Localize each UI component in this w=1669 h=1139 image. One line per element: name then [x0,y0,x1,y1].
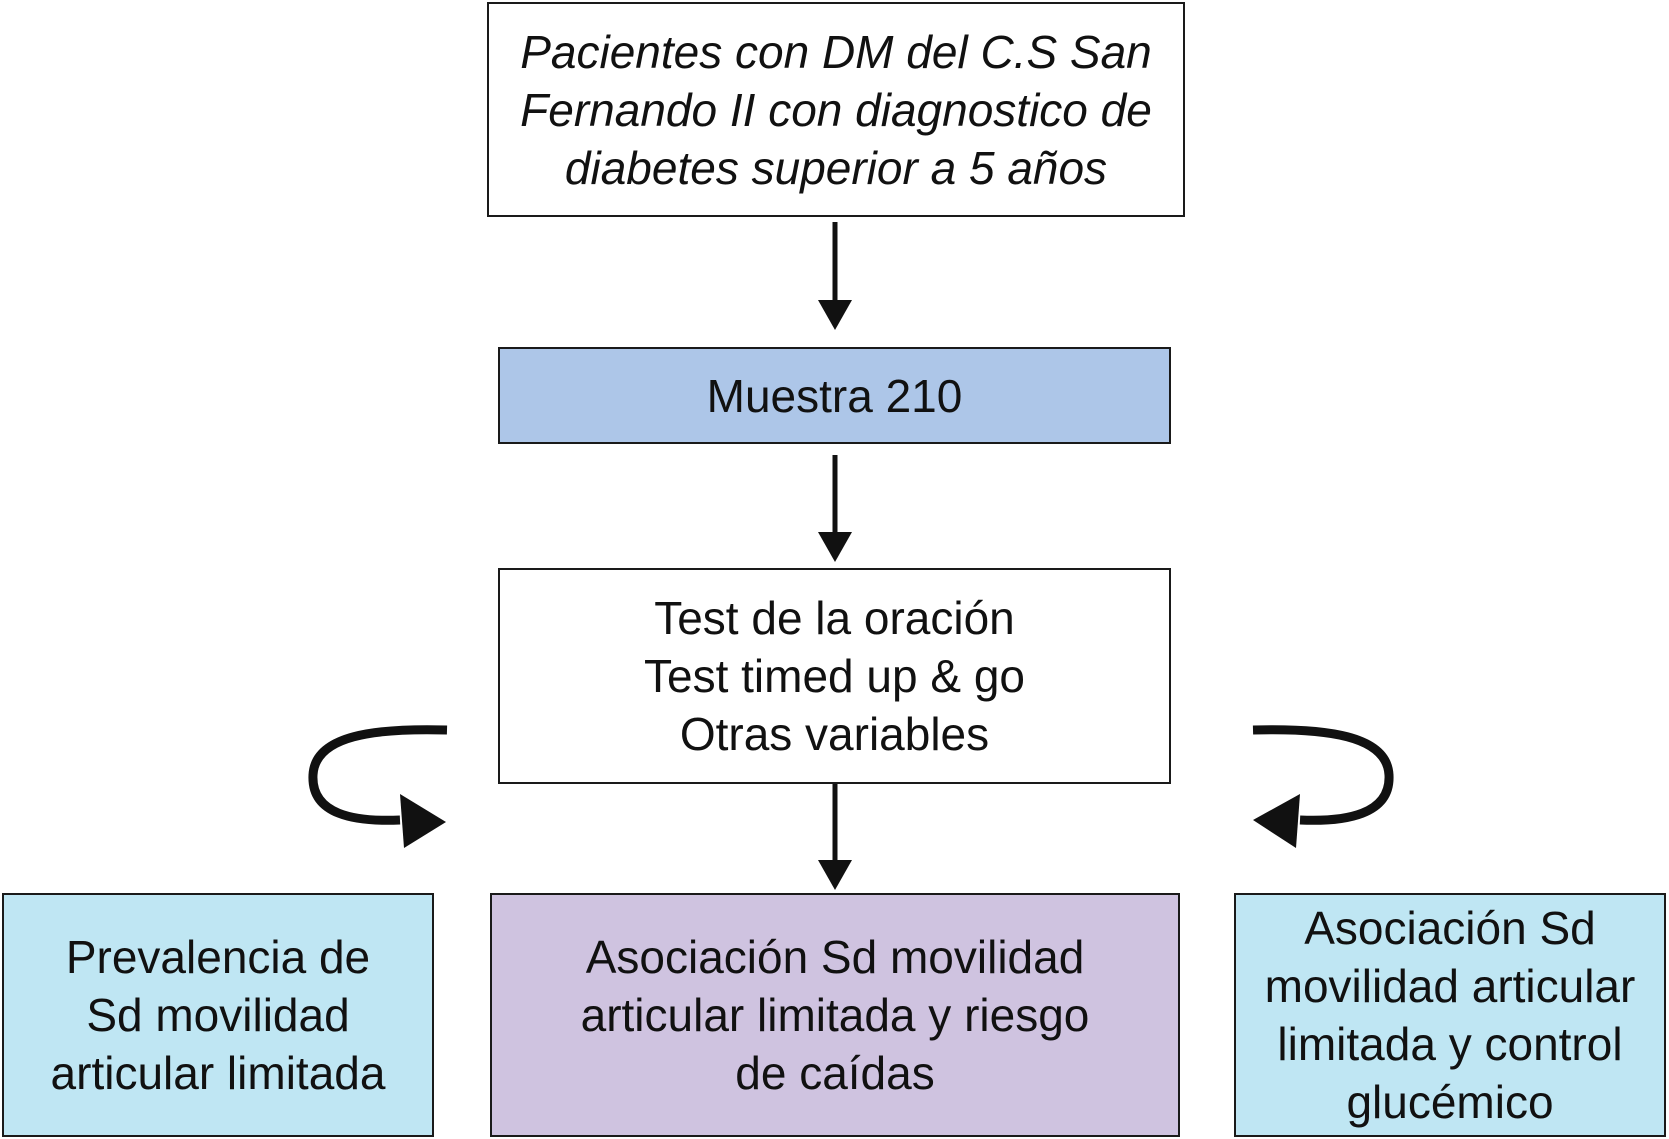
sample-box: Muestra 210 [498,347,1171,444]
start-line-3: diabetes superior a 5 años [564,141,1108,194]
tests-line-3: Otras variables [679,708,990,760]
outcome-right-line-2: movilidad articular [1264,960,1636,1012]
outcome-left-line-2: Sd movilidad [86,989,350,1041]
outcome-left-box: Prevalencia de Sd movilidad articular li… [2,893,434,1137]
outcome-right-line-3: limitada y control [1277,1018,1623,1070]
sample-line-1: Muestra 210 [706,369,963,422]
outcome-center-line-2: articular limitada y riesgo [580,989,1090,1041]
start-line-1: Pacientes con DM del C.S San [520,25,1152,78]
outcome-right-line-4: glucémico [1346,1076,1554,1128]
outcome-right-box: Asociación Sd movilidad articular limita… [1234,893,1666,1137]
outcome-center-box: Asociación Sd movilidad articular limita… [490,893,1180,1137]
arrow-sample-to-tests [818,455,852,562]
outcome-center-line-1: Asociación Sd movilidad [585,931,1085,983]
outcome-left-line-3: articular limitada [50,1047,386,1099]
curved-arrow-right [1252,725,1394,848]
outcome-right-line-1: Asociación Sd [1304,902,1596,954]
tests-line-2: Test timed up & go [644,650,1025,702]
tests-box: Test de la oración Test timed up & go Ot… [498,568,1171,784]
arrow-tests-to-center-outcome [818,784,852,890]
tests-line-1: Test de la oración [654,592,1015,644]
outcome-left-line-1: Prevalencia de [65,931,371,983]
curved-arrow-left [308,725,448,848]
arrow-start-to-sample [818,222,852,330]
start-line-2: Fernando II con diagnostico de [520,83,1152,136]
start-population-box: Pacientes con DM del C.S San Fernando II… [487,2,1185,217]
outcome-center-line-3: de caídas [735,1047,935,1099]
